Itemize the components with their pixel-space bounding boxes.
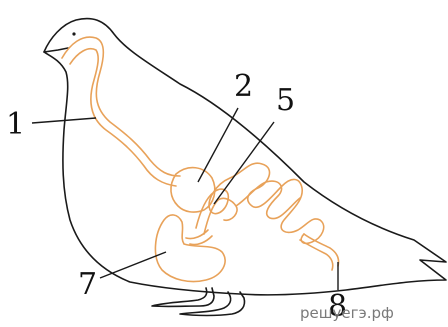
intestine-loops xyxy=(195,162,325,245)
beak-line xyxy=(43,47,69,53)
esophagus xyxy=(61,36,181,177)
label-8: 8 xyxy=(328,289,347,324)
bird-body-outline xyxy=(43,17,447,296)
label-5: 5 xyxy=(276,83,295,118)
glandular-stomach xyxy=(170,166,216,213)
intestine-loops-inner xyxy=(203,180,301,235)
label-2-leader xyxy=(197,107,239,183)
eye-icon xyxy=(72,32,76,36)
rectum xyxy=(299,233,340,271)
esophagus-inner xyxy=(69,48,177,187)
gizzard xyxy=(154,214,226,283)
label-2: 2 xyxy=(234,69,253,104)
left-foot xyxy=(151,287,215,308)
gizzard-connector xyxy=(185,229,213,246)
right-foot xyxy=(179,291,246,317)
watermark-text: решуегэ.рф xyxy=(300,304,394,322)
label-1: 1 xyxy=(6,107,25,142)
label-7: 7 xyxy=(78,267,97,302)
label-1-leader xyxy=(31,117,97,124)
label-7-leader xyxy=(99,251,167,279)
label-5-leader xyxy=(213,121,275,205)
